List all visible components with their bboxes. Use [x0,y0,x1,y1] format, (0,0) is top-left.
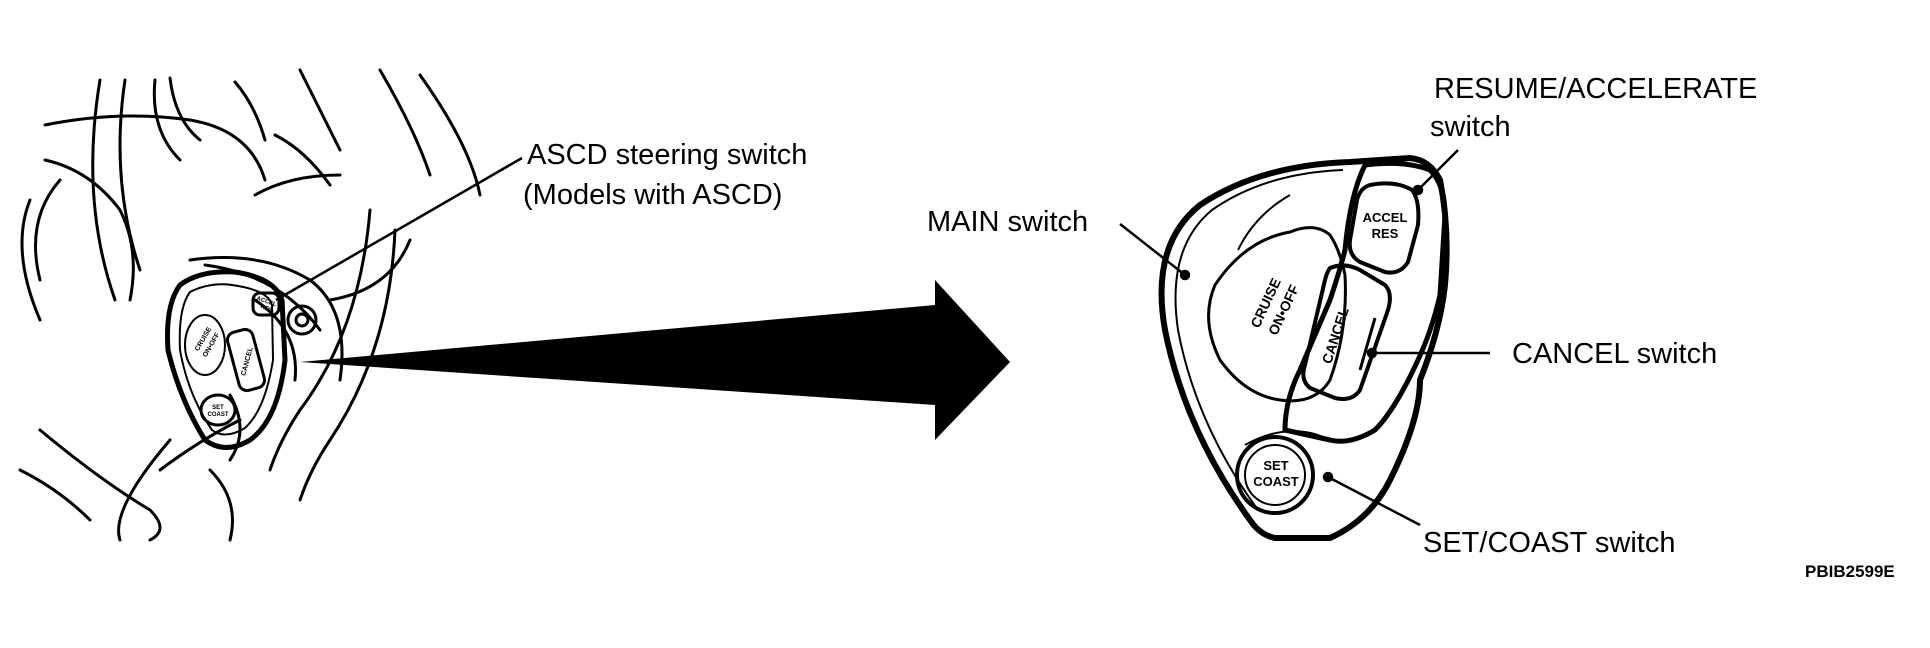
accel-button-text-2: RES [1372,226,1399,241]
resume-switch-leader [1417,149,1459,191]
small-cancel-text: CANCEL [240,346,254,377]
set-coast-switch-leader [1327,475,1421,527]
small-set-text-2: COAST [208,412,229,418]
resume-switch-dot [1412,184,1424,196]
callout-leaders [1119,149,1490,527]
set-coast-switch-dot [1322,471,1334,483]
main-switch-leader [1119,223,1186,276]
small-set-text-1: SET [212,405,224,411]
small-switch-pack [165,269,288,450]
large-switch-pack [1158,155,1450,541]
steering-switch-label-line1: ASCD steering switch [527,139,808,171]
main-switch-dot [1179,269,1191,281]
set-coast-switch-label: SET/COAST switch [1423,527,1676,559]
steering-switch-label-line2: (Models with ASCD) [523,179,783,211]
cancel-switch-dot [1366,347,1378,359]
steering-switch-leader [275,156,523,302]
figure-code: PBIB2599E [1805,562,1895,581]
small-accel-text-2: RES [260,304,274,314]
set-button-text-2: COAST [1253,474,1299,489]
cancel-switch-label: CANCEL switch [1512,338,1718,370]
accel-button-text-1: ACCEL [1363,210,1408,225]
steering-wheel-illustration [18,68,482,542]
set-button-text-1: SET [1263,458,1288,473]
resume-switch-label-line1: RESUME/ACCELERATE [1434,73,1758,105]
main-switch-label: MAIN switch [927,206,1089,238]
resume-switch-label-line2: switch [1430,111,1511,143]
big-arrow [300,280,1010,440]
